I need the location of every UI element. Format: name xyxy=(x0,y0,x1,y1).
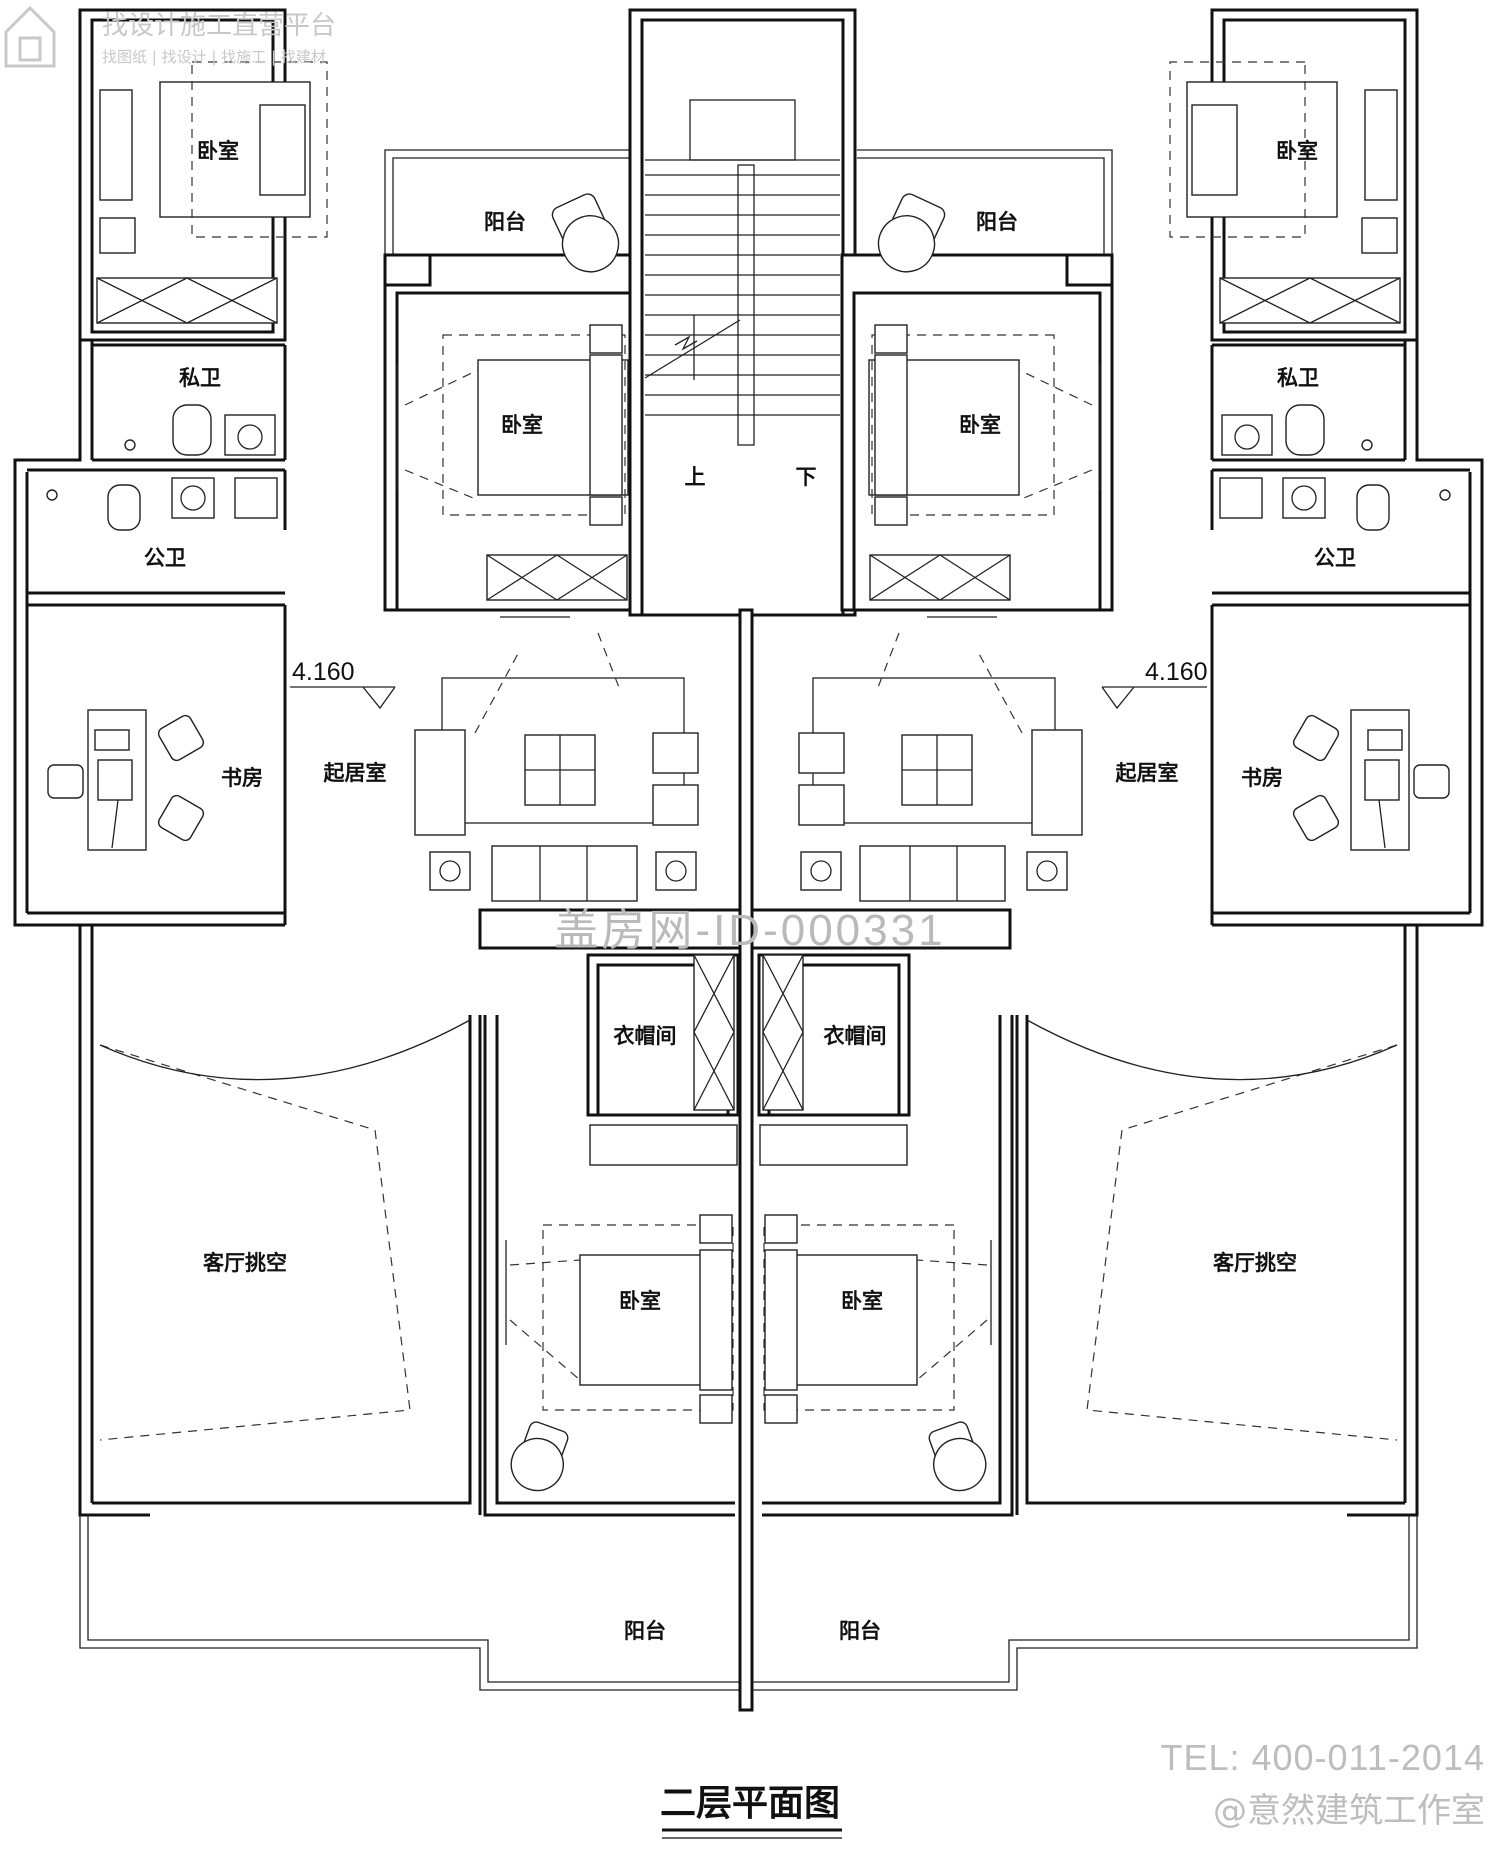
watermark-credit: @意然建筑工作室 xyxy=(1213,1791,1485,1831)
room-label-cloak-r: 衣帽间 xyxy=(824,1024,887,1048)
furniture-left xyxy=(46,61,738,1492)
room-label-private-bath-l: 私卫 xyxy=(179,366,221,390)
room-label-study-r: 书房 xyxy=(1241,766,1283,790)
stair xyxy=(644,99,840,446)
room-label-cloak-l: 衣帽间 xyxy=(614,1024,677,1048)
room-label-bedroom-tl: 卧室 xyxy=(197,139,239,163)
room-label-bedroom-bl: 卧室 xyxy=(619,1289,661,1313)
drawing-title-block: 二层平面图 xyxy=(660,1783,842,1839)
room-label-living-r: 起居室 xyxy=(1115,761,1179,785)
watermark-links: 找图纸 | 找设计 | 找施工 | 找建材 xyxy=(102,48,326,66)
room-label-public-bath-l: 公卫 xyxy=(144,546,186,570)
room-label-void-l: 客厅挑空 xyxy=(203,1251,287,1275)
room-label-bedroom-ml: 卧室 xyxy=(501,413,543,437)
watermarks: 找设计施工直营平台 找图纸 | 找设计 | 找施工 | 找建材 盖房网-ID-0… xyxy=(4,5,1485,1831)
room-label-balcony-tr: 阳台 xyxy=(976,210,1018,234)
room-label-balcony-tl: 阳台 xyxy=(484,210,526,234)
elevation-label-right: 4.160 xyxy=(1145,658,1208,686)
room-label-bedroom-mr: 卧室 xyxy=(959,413,1001,437)
furniture-right xyxy=(759,61,1451,1492)
room-label-balcony-bl: 阳台 xyxy=(624,1619,666,1643)
house-logo-icon xyxy=(4,5,56,68)
elevation-label-left: 4.160 xyxy=(292,658,355,686)
room-label-living-l: 起居室 xyxy=(323,761,387,785)
drawing-title: 二层平面图 xyxy=(660,1783,840,1824)
room-label-balcony-br: 阳台 xyxy=(839,1619,881,1643)
room-labels: 卧室 阳台 私卫 卧室 公卫 书房 起居室 衣帽间 客厅挑空 卧室 阳台 卧室 … xyxy=(144,139,1356,1643)
room-label-public-bath-r: 公卫 xyxy=(1314,546,1356,570)
stair-down-label: 下 xyxy=(796,465,817,489)
room-label-bedroom-br: 卧室 xyxy=(841,1289,883,1313)
room-label-bedroom-tr: 卧室 xyxy=(1276,139,1318,163)
watermark-center-id: 盖房网-ID-000331 xyxy=(554,906,945,955)
room-label-void-r: 客厅挑空 xyxy=(1213,1251,1297,1275)
watermark-tel: TEL: 400-011-2014 xyxy=(1160,1737,1485,1778)
elevation-markers: 4.160 4.160 xyxy=(290,658,1208,710)
room-label-private-bath-r: 私卫 xyxy=(1277,366,1319,390)
stair-up-label: 上 xyxy=(685,465,706,489)
room-label-study-l: 书房 xyxy=(221,766,263,790)
watermark-brand: 找设计施工直营平台 xyxy=(102,11,336,41)
